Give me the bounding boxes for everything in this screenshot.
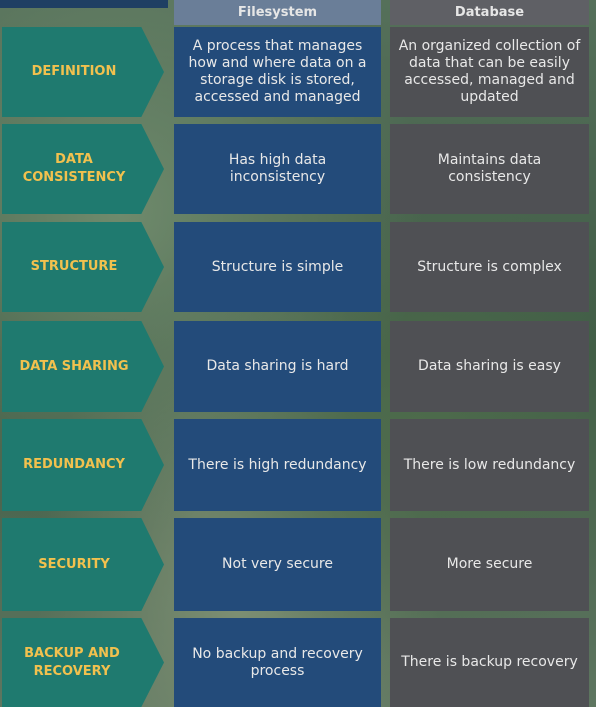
- comparison-row-definition: DEFINITION A process that manages how an…: [0, 27, 596, 117]
- filesystem-cell: A process that manages how and where dat…: [174, 27, 381, 117]
- row-label: DATA SHARING: [2, 321, 164, 412]
- filesystem-cell: Data sharing is hard: [174, 321, 381, 412]
- row-label: SECURITY: [2, 518, 164, 611]
- filesystem-cell: Not very secure: [174, 518, 381, 611]
- row-label: DATA CONSISTENCY: [2, 124, 164, 214]
- database-cell: There is backup recovery: [390, 618, 589, 707]
- row-label: STRUCTURE: [2, 222, 164, 312]
- database-cell: Maintains data consistency: [390, 124, 589, 214]
- filesystem-header: Filesystem: [174, 0, 381, 25]
- comparison-row-data-consistency: DATA CONSISTENCY Has high data inconsist…: [0, 124, 596, 214]
- row-label: DEFINITION: [2, 27, 164, 117]
- filesystem-cell: Has high data inconsistency: [174, 124, 381, 214]
- database-cell: More secure: [390, 518, 589, 611]
- top-accent-bar: [0, 0, 168, 8]
- comparison-row-security: SECURITY Not very secure More secure: [0, 518, 596, 611]
- database-cell: An organized collection of data that can…: [390, 27, 589, 117]
- database-cell: Structure is complex: [390, 222, 589, 312]
- row-label: BACKUP AND RECOVERY: [2, 618, 164, 707]
- comparison-row-structure: STRUCTURE Structure is simple Structure …: [0, 222, 596, 312]
- filesystem-cell: There is high redundancy: [174, 419, 381, 511]
- database-cell: Data sharing is easy: [390, 321, 589, 412]
- database-header: Database: [390, 0, 589, 25]
- comparison-row-redundancy: REDUNDANCY There is high redundancy Ther…: [0, 419, 596, 511]
- database-cell: There is low redundancy: [390, 419, 589, 511]
- filesystem-cell: No backup and recovery process: [174, 618, 381, 707]
- comparison-row-backup-and-recovery: BACKUP AND RECOVERY No backup and recove…: [0, 618, 596, 707]
- row-label: REDUNDANCY: [2, 419, 164, 511]
- comparison-row-data-sharing: DATA SHARING Data sharing is hard Data s…: [0, 321, 596, 412]
- filesystem-cell: Structure is simple: [174, 222, 381, 312]
